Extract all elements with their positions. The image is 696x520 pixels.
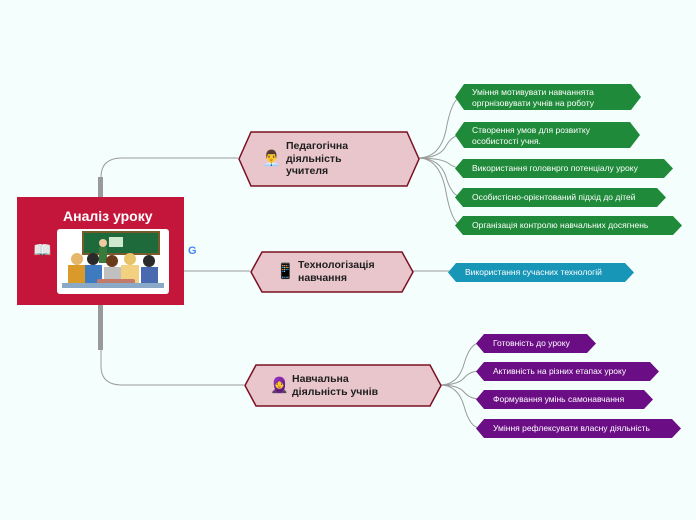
classroom-illustration	[57, 229, 169, 294]
branch-label-line: учителя	[286, 165, 329, 177]
branch-node-technology[interactable]: 📱 Технологізація навчання	[250, 251, 414, 293]
leaf-text-line: особистості учня.	[472, 135, 541, 146]
google-icon-glyph: G	[188, 245, 197, 257]
leaf-self-learning[interactable]: Формування умінь самонавчання	[476, 390, 653, 409]
leaf-text-line: Активність на різних етапах уроку	[493, 366, 627, 376]
leaf-text-line: Організація контролю навчальних досягнен…	[472, 220, 649, 230]
teacher-icon: 👨‍💼	[262, 150, 281, 167]
branch-label-line: Педагогічна	[286, 140, 349, 152]
root-node[interactable]: Аналіз уроку 📖	[17, 197, 184, 305]
book-icon: 📖	[33, 242, 52, 259]
root-connector-top	[100, 157, 238, 197]
leaf-text-line: Готовність до уроку	[493, 338, 570, 348]
leaf-text-line: Уміння мотивувати навчаннята	[472, 87, 594, 97]
branch-label-line: Технологізація	[298, 259, 375, 271]
branch-label-line: навчання	[298, 271, 347, 284]
branch-label-line: діяльність учнів	[292, 385, 379, 398]
leaf-text-line: Уміння рефлексувати власну діяльність	[493, 423, 650, 433]
leaf-personal-approach[interactable]: Особистісно-орієнтований підхід до дітей	[455, 188, 666, 207]
leaf-achievement-control[interactable]: Організація контролю навчальних досягнен…	[455, 216, 682, 235]
leaf-text-line: Формування умінь самонавчання	[493, 394, 625, 404]
leaf-modern-technologies[interactable]: Використання сучасних технологій	[448, 263, 634, 282]
branch-label-line: Навчальна	[292, 373, 349, 385]
branch-label-line: діяльність	[286, 152, 342, 165]
leaf-lesson-potential[interactable]: Використання головнрго потенціалу уроку	[455, 159, 673, 178]
student-icon: 🧕	[270, 377, 289, 394]
root-connector-bottom	[100, 305, 244, 386]
leaf-text-line: Створення умов для розвитку	[472, 125, 590, 135]
leaf-readiness[interactable]: Готовність до уроку	[476, 334, 596, 353]
leaf-text-line: Використання сучасних технологій	[465, 267, 602, 277]
branch-node-teaching[interactable]: 👨‍💼 Педагогічна діяльність учителя	[238, 131, 420, 187]
google-icon[interactable]: G	[188, 245, 197, 257]
leaf-text-line: Використання головнрго потенціалу уроку	[472, 163, 638, 173]
leaf-activity[interactable]: Активність на різних етапах уроку	[476, 362, 659, 381]
leaf-text-line: Особистісно-орієнтований підхід до дітей	[472, 192, 636, 202]
branch-node-students[interactable]: 🧕 Навчальна діяльність учнів	[244, 364, 442, 407]
leaf-personality-conditions[interactable]: Створення умов для розвитку особистості …	[455, 122, 640, 148]
leaf-reflection[interactable]: Уміння рефлексувати власну діяльність	[476, 419, 681, 438]
leaf-motivation[interactable]: Уміння мотивувати навчаннята оргрнізовув…	[455, 84, 641, 110]
phone-icon: 📱	[276, 263, 295, 280]
leaf-text-line: оргрнізовувати учнів на роботу	[472, 97, 594, 108]
root-title: Аналіз уроку	[63, 208, 153, 224]
